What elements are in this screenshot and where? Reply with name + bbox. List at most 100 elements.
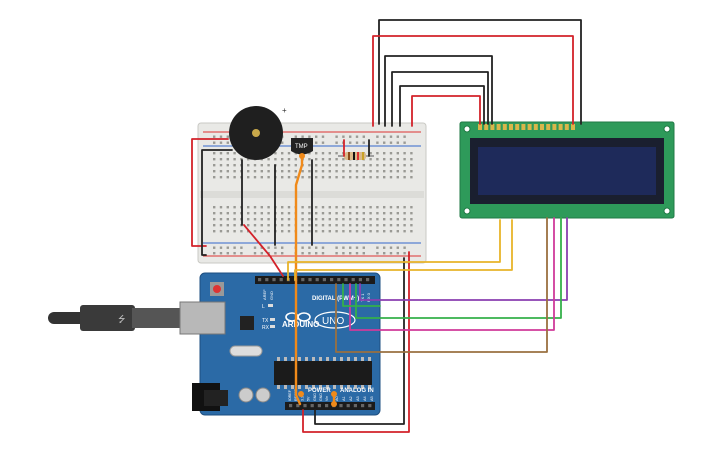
lcd-pin[interactable] [496, 124, 501, 130]
breadboard-hole[interactable] [219, 206, 223, 209]
breadboard-hole[interactable] [260, 170, 263, 173]
breadboard-hole[interactable] [281, 152, 284, 155]
breadboard-hole[interactable] [355, 141, 359, 144]
breadboard-hole[interactable] [247, 212, 250, 215]
power-analog-pin[interactable] [353, 404, 357, 408]
breadboard-hole[interactable] [233, 218, 236, 221]
breadboard-hole[interactable] [342, 246, 345, 249]
breadboard-hole[interactable] [321, 141, 325, 144]
breadboard-hole[interactable] [226, 212, 229, 215]
breadboard-hole[interactable] [403, 170, 406, 173]
breadboard-hole[interactable] [410, 164, 413, 167]
breadboard-hole[interactable] [294, 170, 297, 173]
breadboard-hole[interactable] [315, 218, 318, 221]
breadboard-hole[interactable] [389, 218, 393, 221]
breadboard-hole[interactable] [369, 158, 372, 161]
breadboard-hole[interactable] [260, 164, 263, 167]
digital-pin[interactable] [351, 278, 355, 282]
breadboard-hole[interactable] [281, 212, 284, 215]
breadboard-hole[interactable] [349, 230, 352, 233]
breadboard-hole[interactable] [403, 246, 406, 249]
breadboard-hole[interactable] [233, 152, 236, 155]
breadboard-hole[interactable] [247, 176, 250, 179]
breadboard-hole[interactable] [253, 252, 257, 255]
breadboard-hole[interactable] [294, 164, 297, 167]
power-analog-pin[interactable] [317, 404, 321, 408]
breadboard-hole[interactable] [328, 212, 331, 215]
breadboard-hole[interactable] [403, 141, 406, 144]
breadboard-hole[interactable] [301, 252, 304, 255]
power-analog-pin[interactable] [368, 404, 372, 408]
breadboard-hole[interactable] [281, 158, 284, 161]
lcd-pin[interactable] [490, 124, 495, 130]
piezo-buzzer[interactable]: + [229, 106, 287, 160]
breadboard-hole[interactable] [213, 158, 216, 161]
breadboard-hole[interactable] [253, 212, 257, 215]
breadboard-hole[interactable] [315, 206, 318, 209]
breadboard-hole[interactable] [321, 170, 325, 173]
breadboard-hole[interactable] [410, 224, 413, 227]
breadboard-hole[interactable] [342, 230, 345, 233]
breadboard-hole[interactable] [403, 252, 406, 255]
power-analog-pin[interactable] [339, 404, 343, 408]
breadboard-hole[interactable] [389, 152, 393, 155]
power-analog-pin[interactable] [346, 404, 350, 408]
breadboard-hole[interactable] [396, 170, 399, 173]
breadboard-hole[interactable] [396, 230, 399, 233]
digital-pin[interactable] [272, 278, 276, 282]
breadboard-hole[interactable] [247, 224, 250, 227]
breadboard-hole[interactable] [410, 212, 413, 215]
wire-sensor-orange[interactable] [294, 154, 304, 406]
breadboard-hole[interactable] [308, 158, 311, 161]
breadboard-hole[interactable] [315, 164, 318, 167]
breadboard-hole[interactable] [315, 141, 318, 144]
breadboard-hole[interactable] [301, 135, 304, 138]
breadboard-hole[interactable] [213, 135, 216, 138]
breadboard-hole[interactable] [362, 176, 365, 179]
breadboard-hole[interactable] [315, 152, 318, 155]
breadboard-hole[interactable] [213, 230, 216, 233]
breadboard-hole[interactable] [342, 176, 345, 179]
breadboard-hole[interactable] [226, 224, 229, 227]
breadboard-hole[interactable] [376, 135, 379, 138]
breadboard-hole[interactable] [335, 246, 338, 249]
breadboard-hole[interactable] [328, 164, 331, 167]
breadboard-hole[interactable] [253, 230, 257, 233]
breadboard-hole[interactable] [226, 135, 229, 138]
lcd-pin[interactable] [571, 124, 575, 130]
breadboard-hole[interactable] [335, 141, 338, 144]
breadboard-hole[interactable] [247, 164, 250, 167]
wire-lcd-black-4[interactable] [399, 85, 485, 127]
breadboard-hole[interactable] [383, 170, 386, 173]
breadboard-hole[interactable] [335, 164, 338, 167]
breadboard-hole[interactable] [376, 158, 379, 161]
breadboard-hole[interactable] [355, 224, 359, 227]
breadboard-hole[interactable] [226, 246, 229, 249]
breadboard-hole[interactable] [213, 152, 216, 155]
breadboard-hole[interactable] [410, 158, 413, 161]
breadboard-hole[interactable] [355, 176, 359, 179]
lcd-pin[interactable] [540, 124, 544, 130]
resistor[interactable] [338, 152, 374, 160]
breadboard-hole[interactable] [253, 246, 257, 249]
breadboard-hole[interactable] [349, 212, 352, 215]
breadboard-hole[interactable] [233, 230, 236, 233]
breadboard-hole[interactable] [362, 224, 365, 227]
breadboard-hole[interactable] [396, 224, 399, 227]
breadboard-hole[interactable] [369, 218, 372, 221]
breadboard-hole[interactable] [240, 230, 243, 233]
breadboard-hole[interactable] [342, 212, 345, 215]
wire-buzzer-red[interactable] [191, 138, 229, 247]
breadboard-hole[interactable] [355, 218, 359, 221]
lcd-pin[interactable] [564, 124, 569, 130]
breadboard-hole[interactable] [321, 176, 325, 179]
breadboard-hole[interactable] [376, 206, 379, 209]
breadboard-hole[interactable] [315, 252, 318, 255]
breadboard-hole[interactable] [213, 176, 216, 179]
breadboard-hole[interactable] [226, 206, 229, 209]
breadboard-hole[interactable] [376, 224, 379, 227]
breadboard-hole[interactable] [213, 224, 216, 227]
wire-magenta[interactable] [349, 217, 555, 331]
wire-buzzer-red-2[interactable] [243, 224, 284, 277]
breadboard-hole[interactable] [328, 152, 331, 155]
